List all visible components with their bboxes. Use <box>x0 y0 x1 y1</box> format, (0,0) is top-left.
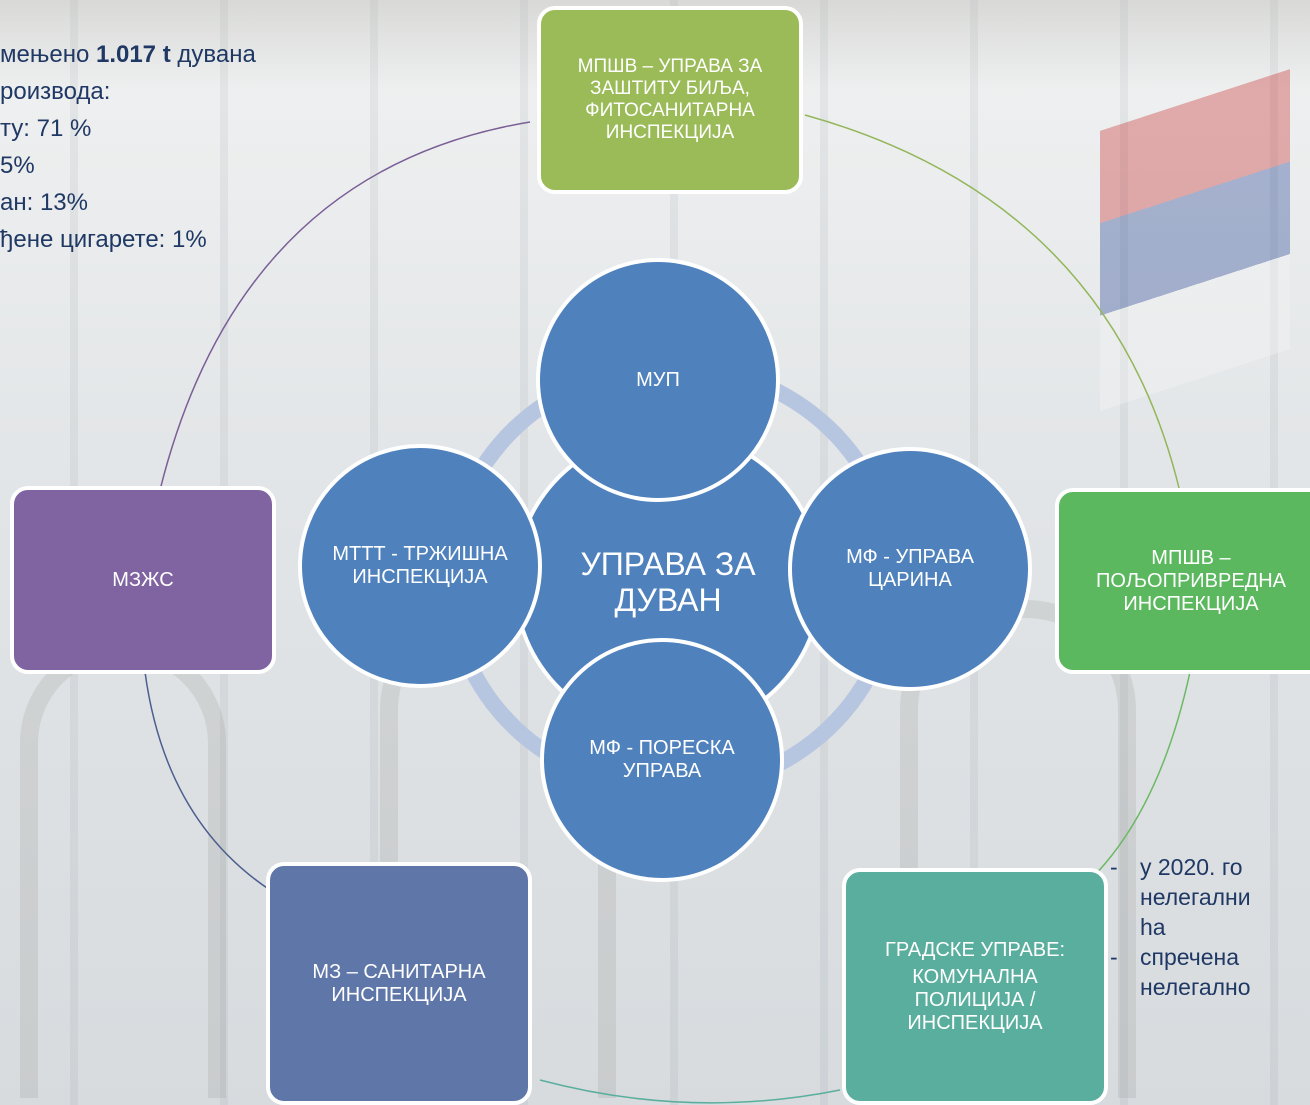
stats-line-1-bold: 1.017 t <box>95 41 171 68</box>
circle-customs-label: МФ - УПРАВА ЦАРИНА <box>846 546 974 591</box>
connector-arc-bottom <box>539 1079 841 1104</box>
circle-tax-administration-label: МФ - ПОРЕСКА УПРАВА <box>589 737 735 782</box>
note-dash: - <box>1110 944 1118 970</box>
connector-arc-bottom-left <box>144 671 271 891</box>
note-dash <box>1110 912 1140 942</box>
note-line: нелегални <box>1140 884 1251 910</box>
stats-line-1-suffix: дувана <box>170 41 256 68</box>
circle-market-inspection: МТТТ - ТРЖИШНА ИНСПЕКЦИЈА <box>298 444 542 688</box>
center-circle-label: УПРАВА ЗА ДУВАН <box>580 545 756 618</box>
connector-arc-top-right <box>804 114 1181 493</box>
stats-line-4: 5% <box>0 152 35 179</box>
circle-tax-administration: МФ - ПОРЕСКА УПРАВА <box>540 638 784 882</box>
note-dash <box>1110 882 1140 912</box>
note-line: нелегално <box>1140 974 1251 1000</box>
stats-line-1-prefix: мењено <box>0 41 96 68</box>
box-sanitary-inspection-label: МЗ – САНИТАРНА ИНСПЕКЦИЈА <box>312 960 486 1006</box>
note-line: у 2020. го <box>1140 854 1243 880</box>
box-city-administration: ГРАДСКЕ УПРАВЕ: КОМУНАЛНА ПОЛИЦИЈА / ИНС… <box>842 868 1108 1105</box>
note-row: -у 2020. го <box>1110 852 1251 882</box>
box-mzzs-label: МЗЖС <box>112 568 174 591</box>
box-mzzs: МЗЖС <box>10 486 276 674</box>
note-dash <box>1110 972 1140 1002</box>
stats-text: мењено 1.017 t дувана роизвода: ту: 71 %… <box>0 36 256 258</box>
note-row: -спречена <box>1110 942 1251 972</box>
box-plant-protection: МПШВ – УПРАВА ЗА ЗАШТИТУ БИЉА, ФИТОСАНИТ… <box>537 6 803 194</box>
connector-arc-bottom-right <box>1089 671 1191 881</box>
box-agricultural-inspection-label: МПШВ – ПОЉОПРИВРЕДНА ИНСПЕКЦИЈА <box>1095 546 1287 615</box>
box-sanitary-inspection: МЗ – САНИТАРНА ИНСПЕКЦИЈА <box>266 862 532 1105</box>
circle-mup: МУП <box>536 258 780 502</box>
stats-line-5: ан: 13% <box>0 189 88 216</box>
note-dash: - <box>1110 854 1118 880</box>
note-row: ha <box>1110 912 1251 942</box>
stats-line-6: ђене цигарете: 1% <box>0 226 207 253</box>
box-agricultural-inspection: МПШВ – ПОЉОПРИВРЕДНА ИНСПЕКЦИЈА <box>1055 488 1310 674</box>
note-line: спречена <box>1140 944 1240 970</box>
circle-customs: МФ - УПРАВА ЦАРИНА <box>788 447 1032 691</box>
circle-market-inspection-label: МТТТ - ТРЖИШНА ИНСПЕКЦИЈА <box>332 543 508 588</box>
box-plant-protection-label: МПШВ – УПРАВА ЗА ЗАШТИТУ БИЉА, ФИТОСАНИТ… <box>577 56 763 143</box>
note-row: нелегално <box>1110 972 1251 1002</box>
note-line: ha <box>1140 914 1166 940</box>
stats-line-3: ту: 71 % <box>0 115 92 142</box>
box-city-administration-title: ГРАДСКЕ УПРАВЕ: <box>884 938 1066 961</box>
stats-line-2: роизвода: <box>0 78 111 105</box>
note-text: -у 2020. го нелегални ha -спречена нелег… <box>1110 852 1251 1002</box>
stats-line-1: мењено 1.017 t дувана <box>0 41 256 68</box>
connector-arc-top-left <box>159 121 531 491</box>
box-city-administration-label: КОМУНАЛНА ПОЛИЦИЈА / ИНСПЕКЦИЈА <box>907 965 1043 1034</box>
note-row: нелегални <box>1110 882 1251 912</box>
circle-mup-label: МУП <box>636 368 680 391</box>
